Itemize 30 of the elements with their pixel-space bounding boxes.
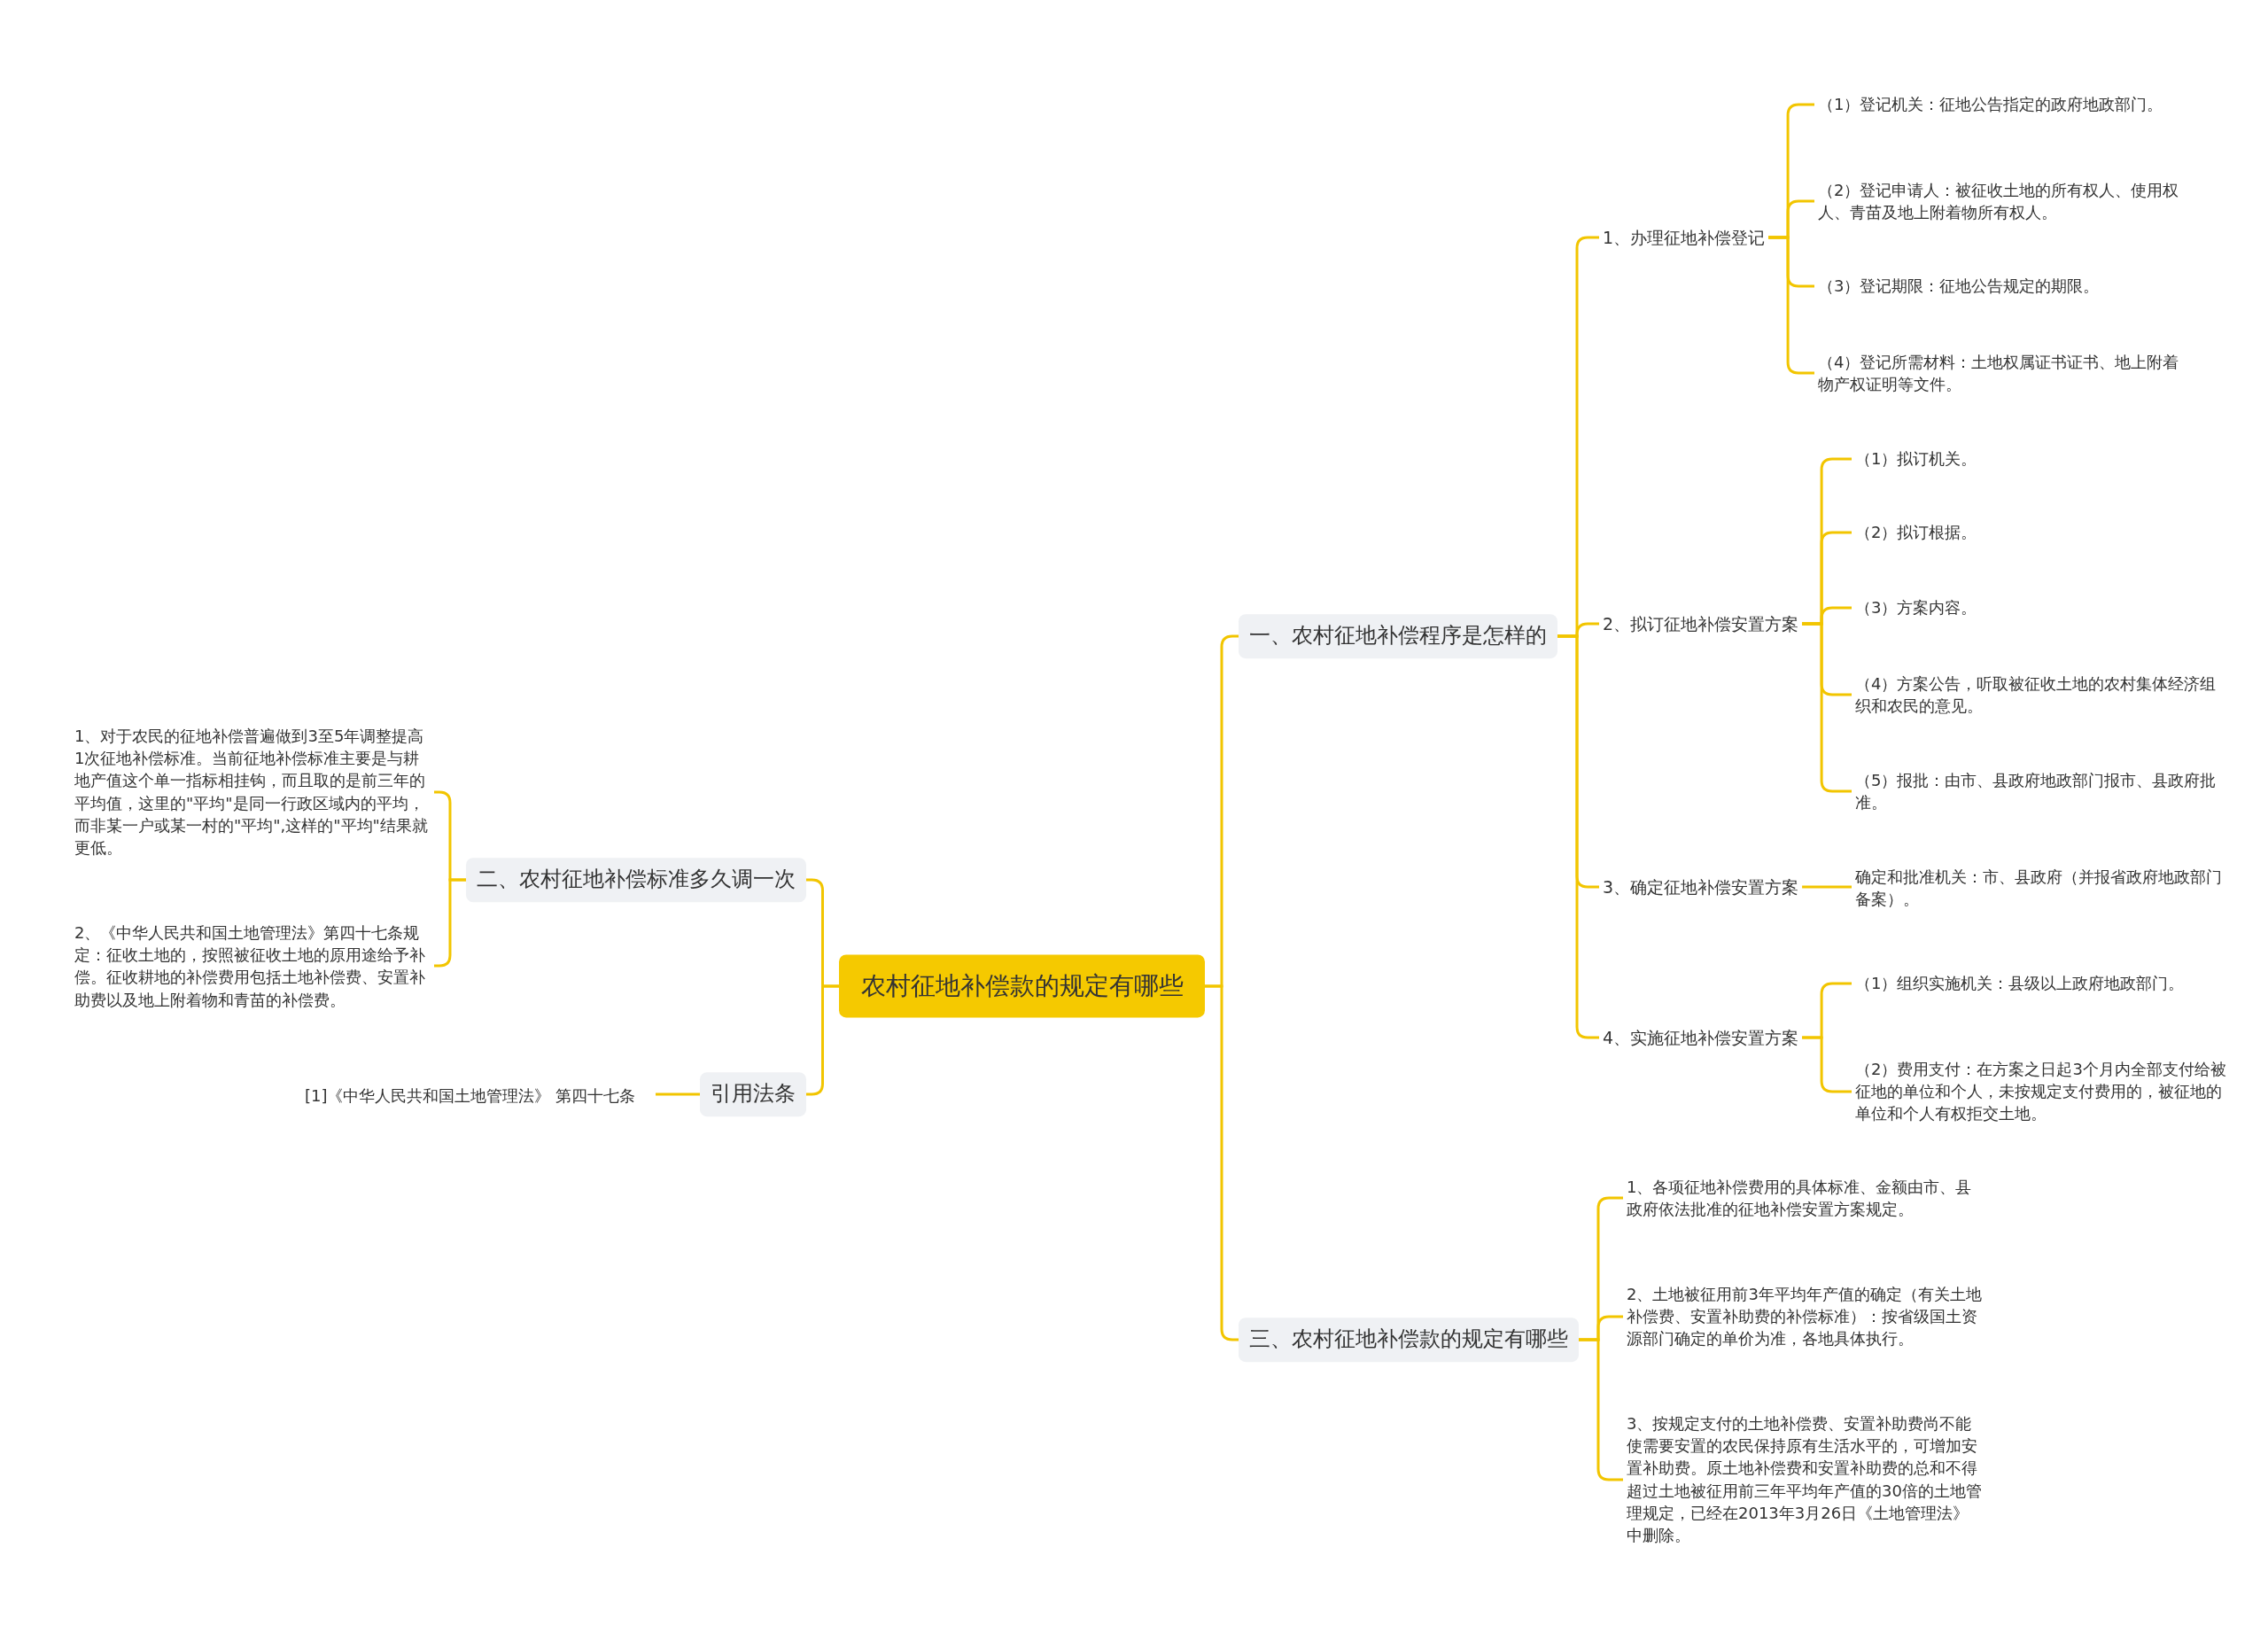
note-text: （4）方案公告，听取被征收土地的农村集体经济组织和农民的意见。 — [1852, 672, 2233, 718]
note-text: （1）登记机关：征地公告指定的政府地政部门。 — [1814, 93, 2186, 116]
note-text: （2）拟订根据。 — [1852, 521, 2233, 544]
note-text: （3）方案内容。 — [1852, 596, 2233, 619]
note-text: （1）拟订机关。 — [1852, 447, 2233, 470]
note-text: 2、《中华人民共和国土地管理法》第四十七条规定：征收土地的，按照被征收土地的原用途给予补偿。征收耕地的补偿费用包括土地补偿费、安置补助费以及地上附着物和青苗的补偿费。 — [71, 921, 434, 1011]
note-text: （2）登记申请人：被征收土地的所有权人、使用权人、青苗及地上附着物所有权人。 — [1814, 178, 2186, 224]
central-topic: 农村征地补偿款的规定有哪些 — [839, 954, 1205, 1018]
connector-line — [806, 984, 839, 1096]
topic-box: 一、农村征地补偿程序是怎样的 — [1239, 614, 1557, 658]
connector-line — [1802, 885, 1852, 889]
note-text: （4）登记所需材料：土地权属证书证书、地上附着物产权证明等文件。 — [1814, 350, 2186, 396]
note-text: 1、对于农民的征地补偿普遍做到3至5年调整提高1次征地补偿标准。当前征地补偿标准主要是与耕地产值这个单一指标相挂钩，而且取的是前三年的平均值，这里的"平均"是同一行政区域内的平均，而非某一户或某一村的"平均",这样的"平均"结果就更低。 — [71, 725, 434, 859]
note-text: 1、各项征地补偿费用的具体标准、金额由市、县政府依法批准的征地补偿安置方案规定。 — [1623, 1175, 1986, 1221]
note-text: 3、按规定支付的土地补偿费、安置补助费尚不能使需要安置的农民保持原有生活水平的，可增加安置补助费。原土地补偿费和安置补助费的总和不得超过土地被征用前三年平均年产值的30倍的土地管理规定，已经在2013年3月26日《土地管理法》中删除。 — [1623, 1412, 1986, 1547]
topic-box: 二、农村征地补偿标准多久调一次 — [466, 858, 806, 902]
topic-box: 三、农村征地补偿款的规定有哪些 — [1239, 1318, 1579, 1362]
note-text: （3）登记期限：征地公告规定的期限。 — [1814, 275, 2186, 298]
topic-box: 引用法条 — [700, 1072, 806, 1116]
subtopic-label: 2、拟订征地补偿安置方案 — [1599, 610, 1803, 638]
connector-line — [656, 1092, 700, 1096]
note-text: 确定和批准机关：市、县政府（并报省政府地政部门备案）。 — [1852, 865, 2233, 911]
note-text: （5）报批：由市、县政府地政部门报市、县政府批准。 — [1852, 768, 2233, 814]
note-text: （2）费用支付：在方案之日起3个月内全部支付给被征地的单位和个人，未按规定支付费用的，被征地的单位和个人有权拒交土地。 — [1852, 1058, 2233, 1125]
subtopic-label: 1、办理征地补偿登记 — [1599, 223, 1769, 252]
subtopic-label: 4、实施征地补偿安置方案 — [1599, 1023, 1803, 1052]
note-text: （1）组织实施机关：县级以上政府地政部门。 — [1852, 972, 2233, 995]
note-text: [1]《中华人民共和国土地管理法》 第四十七条 — [301, 1085, 656, 1108]
note-text: 2、土地被征用前3年平均年产值的确定（有关土地补偿费、安置补助费的补偿标准）：按省级国土资源部门确定的单价为准，各地具体执行。 — [1623, 1283, 1986, 1350]
subtopic-label: 3、确定征地补偿安置方案 — [1599, 873, 1803, 901]
